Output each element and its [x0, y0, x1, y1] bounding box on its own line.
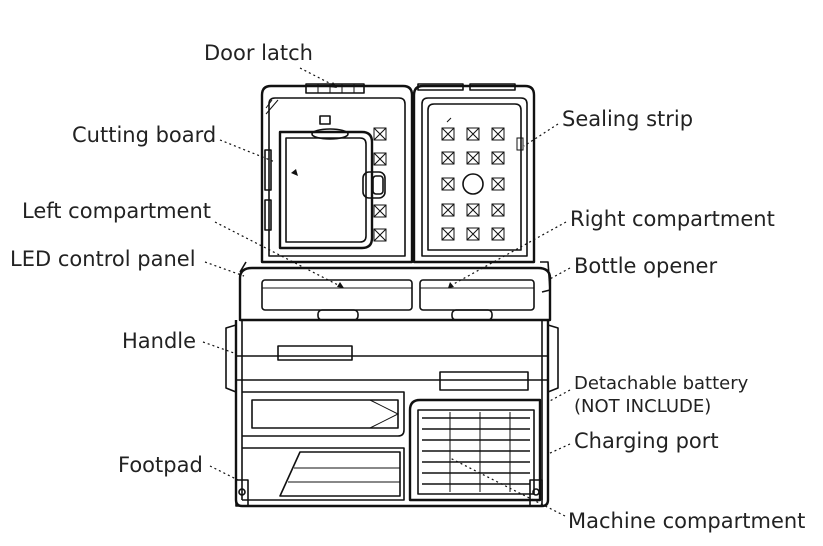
vent-box: [466, 127, 480, 141]
right-lid: [412, 84, 536, 264]
vent-box: [491, 203, 505, 217]
vent-box: [491, 177, 505, 191]
vent-box: [441, 177, 455, 191]
vent-box: [491, 127, 505, 141]
label-bottle-opener: Bottle opener: [574, 254, 717, 278]
cooler-body: [225, 261, 559, 508]
vent-box: [466, 203, 480, 217]
cutting-board: [278, 115, 386, 250]
label-not-include: (NOT INCLUDE): [574, 396, 711, 417]
vent-box: [441, 227, 455, 241]
vent-box: [491, 227, 505, 241]
callout-labels: Door latch Cutting board Left compartmen…: [10, 41, 805, 533]
machine-vent-grid: [422, 412, 530, 492]
label-charging-port: Charging port: [574, 429, 719, 453]
leader-lines: [202, 67, 571, 517]
arrowhead-icon: [330, 82, 337, 88]
label-cutting-board: Cutting board: [72, 123, 216, 147]
label-led-control-panel: LED control panel: [10, 247, 196, 271]
vent-box: [466, 227, 480, 241]
vent-box: [441, 127, 455, 141]
arrowhead-icon: [448, 282, 454, 288]
vent-box: [491, 151, 505, 165]
label-handle: Handle: [122, 329, 196, 353]
left-lid: [260, 84, 414, 264]
label-door-latch: Door latch: [204, 41, 313, 65]
vent-box: [441, 151, 455, 165]
vent-box: [466, 151, 480, 165]
label-left-compartment: Left compartment: [22, 199, 211, 223]
arrowhead-icon: [337, 282, 344, 288]
vent-box: [441, 203, 455, 217]
arrowhead-icon: [291, 169, 298, 176]
label-sealing-strip: Sealing strip: [562, 107, 693, 131]
left-lid-vents: [373, 127, 387, 242]
label-detachable-battery: Detachable battery: [574, 373, 749, 394]
right-lid-vent-grid: [441, 127, 505, 241]
label-footpad: Footpad: [118, 453, 203, 477]
label-machine-compartment: Machine compartment: [568, 509, 805, 533]
label-right-compartment: Right compartment: [570, 207, 775, 231]
